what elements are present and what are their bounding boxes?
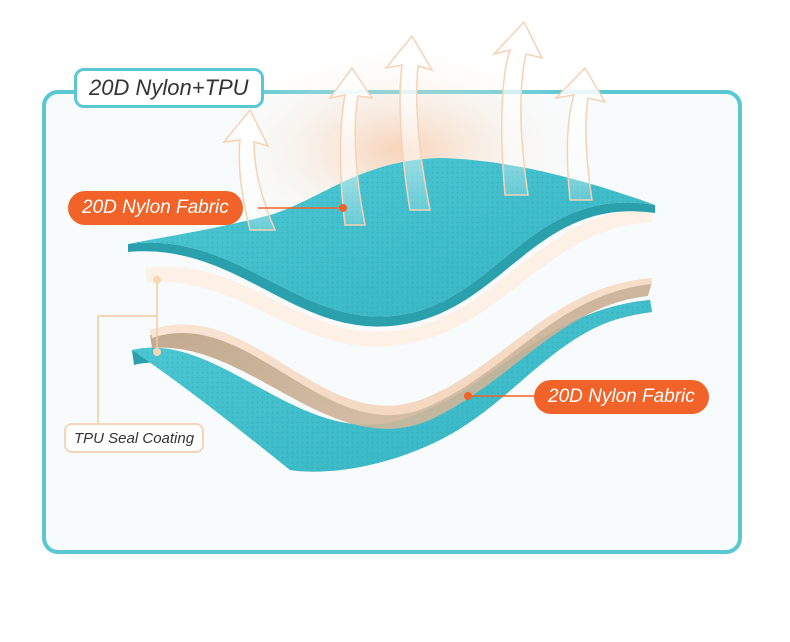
page-title: 20D Nylon+TPU bbox=[74, 68, 264, 108]
tpu-coating-layer bbox=[150, 282, 652, 429]
bottom-fabric-mesh bbox=[132, 300, 652, 472]
label-tpu-seal-coating: TPU Seal Coating bbox=[64, 423, 205, 453]
label-bottom-nylon-fabric: 20D Nylon Fabric bbox=[534, 380, 709, 414]
top-fabric-mesh bbox=[128, 158, 655, 317]
tpu-bracket bbox=[97, 280, 158, 424]
breathability-arrow-icon bbox=[222, 20, 607, 231]
leader-dot-bottom bbox=[464, 392, 472, 400]
label-top-nylon-fabric: 20D Nylon Fabric bbox=[68, 191, 243, 225]
bracket-dot-lower bbox=[153, 348, 161, 356]
leader-dot-top bbox=[339, 204, 347, 212]
tpu-coating-highlight bbox=[150, 278, 652, 416]
inner-white-layer bbox=[145, 208, 652, 347]
bracket-dot-upper bbox=[153, 276, 161, 284]
top-fabric-edge bbox=[128, 202, 655, 327]
